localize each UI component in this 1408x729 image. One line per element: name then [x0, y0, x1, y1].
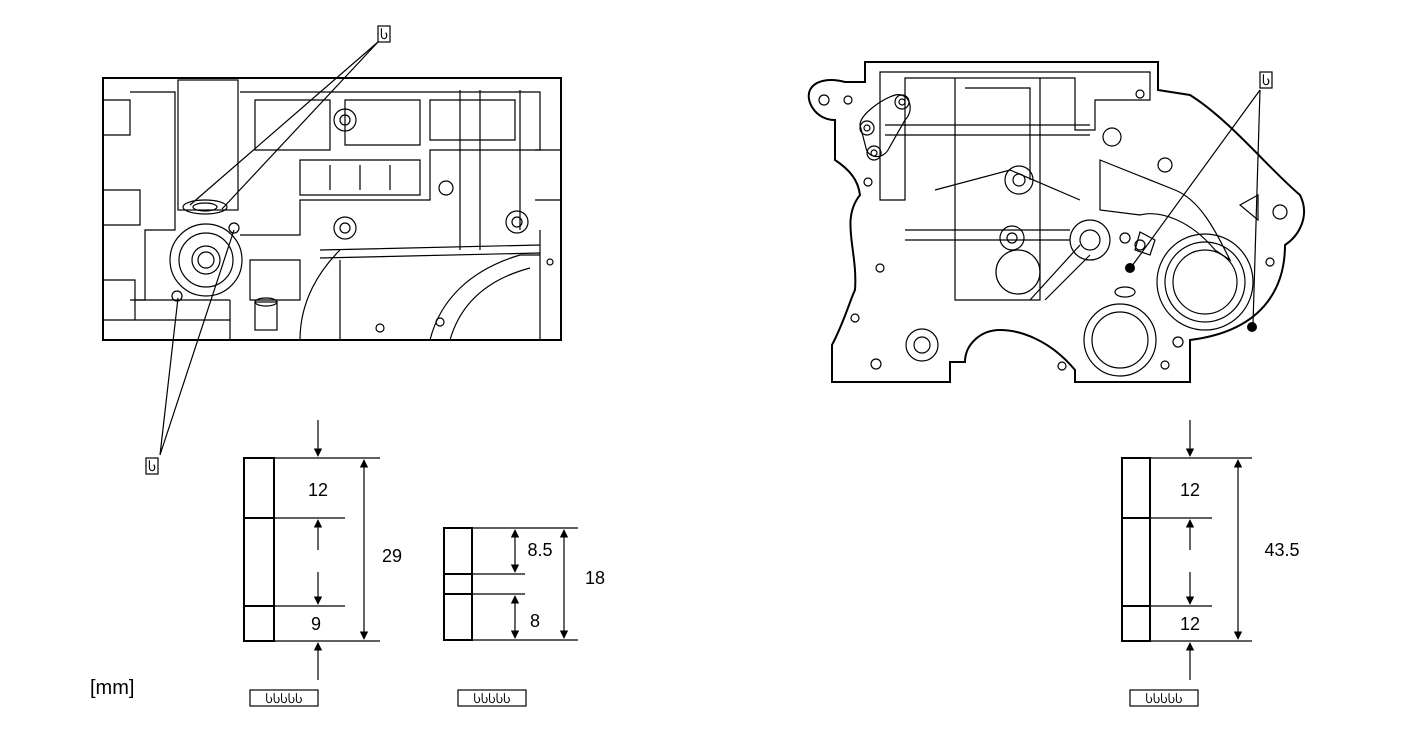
svg-text:ႱႱႱႱႱ: ႱႱႱႱႱ [1145, 692, 1182, 706]
stud-a-bottom-length: 9 [311, 614, 321, 634]
stud-b-total-length: 18 [585, 568, 605, 588]
marker-bottom-left: Ⴑ [145, 457, 159, 475]
stud-bolt-c [1121, 420, 1252, 680]
stud-a-total-length: 29 [382, 546, 402, 566]
svg-text:Ⴑ: Ⴑ [1262, 73, 1270, 88]
callout-code-b: ႱႱႱႱႱ [457, 689, 527, 707]
marker-top-left: Ⴑ [377, 25, 391, 43]
engine-block-left-view [102, 77, 562, 341]
stud-b-top-length: 8.5 [527, 540, 552, 560]
stud-c-total-length: 43.5 [1264, 540, 1299, 560]
leader-lines-right [1131, 89, 1261, 325]
marker-top-right: Ⴑ [1259, 71, 1273, 89]
stud-bolt-a [243, 420, 380, 680]
svg-text:Ⴑ: Ⴑ [380, 27, 388, 42]
leader-lines-left [159, 41, 379, 456]
stud-c-top-length: 12 [1180, 480, 1200, 500]
stud-b-bottom-length: 8 [530, 611, 540, 631]
svg-text:ႱႱႱႱႱ: ႱႱႱႱႱ [473, 692, 510, 706]
callout-code-c: ႱႱႱႱႱ [1129, 689, 1199, 707]
stud-bolt-b [443, 527, 578, 641]
unit-label: [mm] [90, 677, 134, 699]
stud-c-bottom-length: 12 [1180, 614, 1200, 634]
svg-text:ႱႱႱႱႱ: ႱႱႱႱႱ [265, 692, 302, 706]
engine-block-right-view [807, 61, 1305, 383]
svg-text:Ⴑ: Ⴑ [148, 459, 156, 474]
callout-code-a: ႱႱႱႱႱ [249, 689, 319, 707]
stud-a-top-length: 12 [308, 480, 328, 500]
